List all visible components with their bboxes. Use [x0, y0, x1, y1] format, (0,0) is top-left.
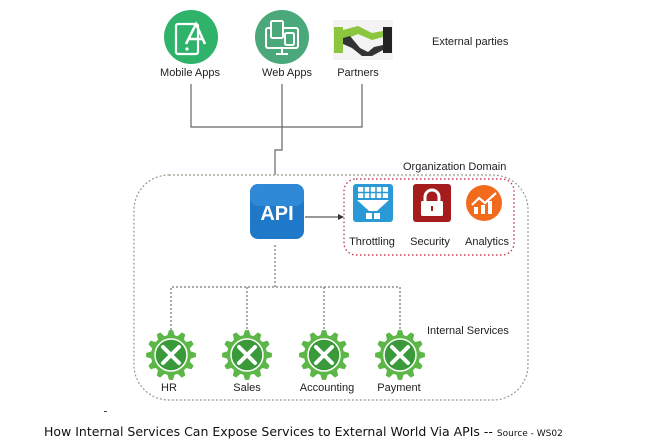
padlock-icon	[413, 184, 451, 222]
api-to-features-arrow	[305, 214, 344, 220]
service-label: Payment	[377, 382, 421, 394]
organization-domain-box	[133, 174, 529, 401]
external-item-label: Mobile Apps	[160, 67, 220, 79]
feature-label: Analytics	[464, 236, 510, 248]
gear-wrench-icon	[299, 330, 349, 380]
wrench-shape	[314, 345, 334, 365]
internal-services-label: Internal Services	[427, 325, 509, 337]
chart-icon	[466, 185, 502, 221]
internal-connectors	[170, 245, 401, 330]
mobile-app-icon	[164, 10, 218, 64]
wrench-shape	[237, 345, 257, 365]
api-icon: API	[250, 184, 304, 239]
feature-label: Security	[410, 236, 450, 248]
service-label: HR	[161, 382, 177, 394]
stray-mark	[104, 411, 107, 412]
external-item-label: Web Apps	[262, 67, 312, 79]
wrench-shape	[390, 345, 410, 365]
external-connectors	[190, 84, 363, 175]
web-app-icon	[255, 10, 309, 64]
figure-caption: How Internal Services Can Expose Service…	[44, 424, 563, 439]
organization-domain-label: Organization Domain	[403, 161, 507, 173]
caption-source: Source - WS02	[496, 429, 563, 439]
gear-wrench-icon	[375, 330, 425, 380]
api-features-box	[343, 178, 515, 256]
funnel-icon	[353, 184, 393, 222]
external-item-label: Partners	[337, 67, 379, 79]
gear-wrench-icon	[146, 330, 196, 380]
handshake-icon	[333, 20, 393, 60]
svg-text:API: API	[260, 203, 293, 225]
wrench-shape	[161, 345, 181, 365]
service-label: Accounting	[299, 382, 355, 394]
gear-wrench-icon	[222, 330, 272, 380]
caption-main: How Internal Services Can Expose Service…	[44, 424, 497, 439]
external-parties-label: External parties	[432, 36, 509, 48]
feature-label: Throttling	[349, 236, 395, 248]
service-label: Sales	[233, 382, 261, 394]
